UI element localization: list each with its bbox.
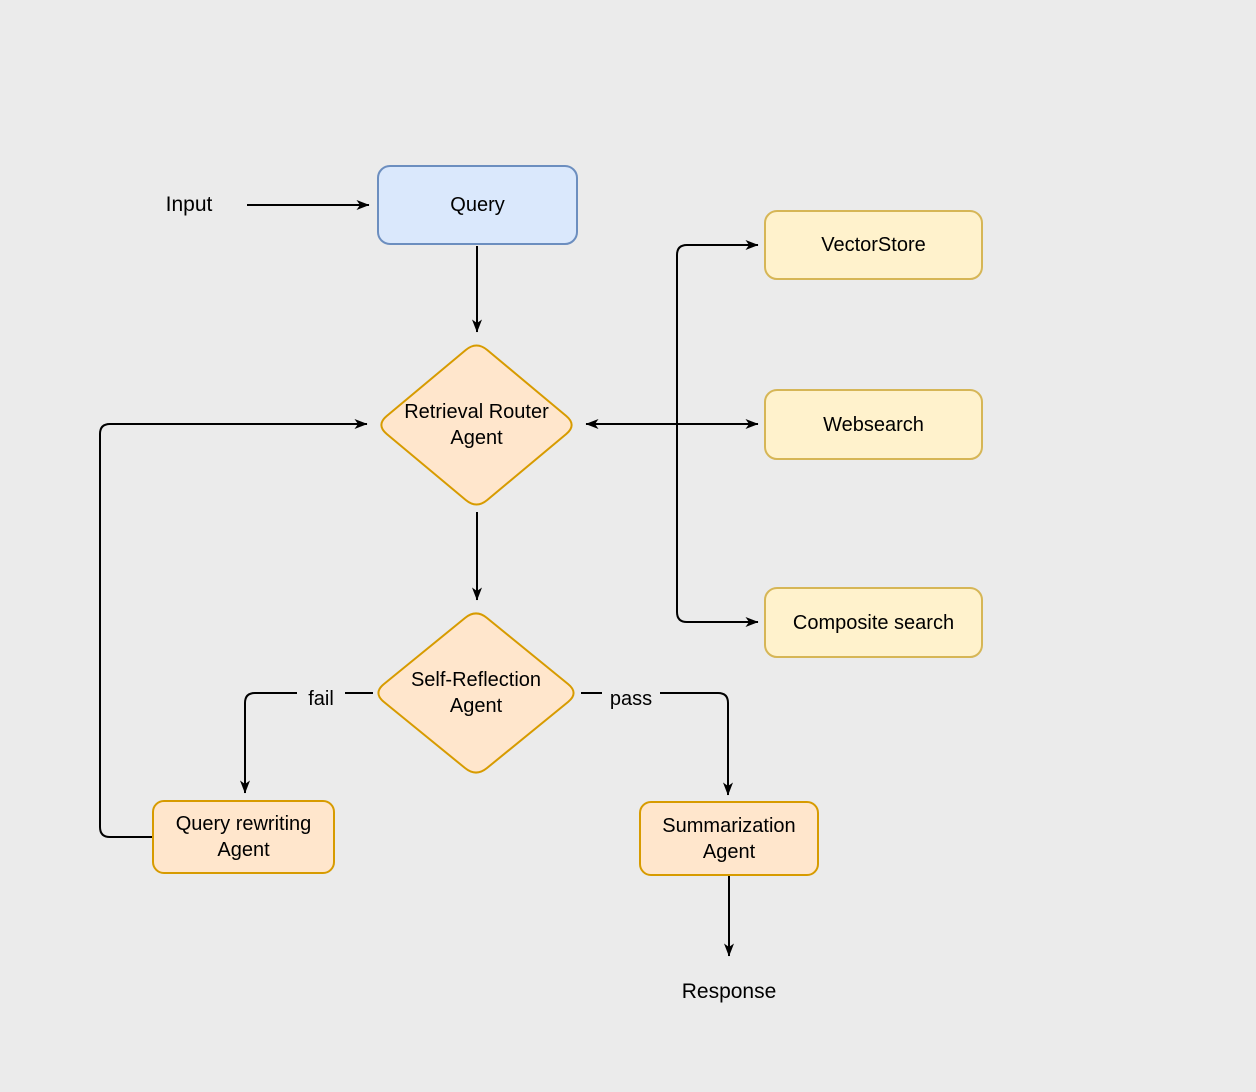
edge-trunk-to-vectorstore (676, 240, 759, 424)
composite-search-node-shape (764, 587, 983, 658)
retrieval-router-diamond-shape (380, 344, 573, 506)
websearch-node-shape (764, 389, 983, 460)
fail-edge-label: fail (297, 684, 345, 714)
query-node-shape (377, 165, 578, 245)
summarization-node-shape (639, 801, 819, 876)
edge-query-rewriting-loop-to-retrieval-router (99, 419, 368, 838)
edge-pass-to-summarization (581, 692, 733, 796)
response-label: Response (681, 980, 777, 1003)
query-rewriting-node-shape (152, 800, 335, 874)
self-reflection-diamond-shape (377, 612, 575, 774)
edge-trunk-to-composite-search (676, 424, 759, 627)
input-label: Input (165, 193, 213, 216)
edge-fail-to-query-rewriting (240, 692, 373, 794)
vectorstore-node-shape (764, 210, 983, 280)
pass-edge-label: pass (602, 684, 660, 714)
